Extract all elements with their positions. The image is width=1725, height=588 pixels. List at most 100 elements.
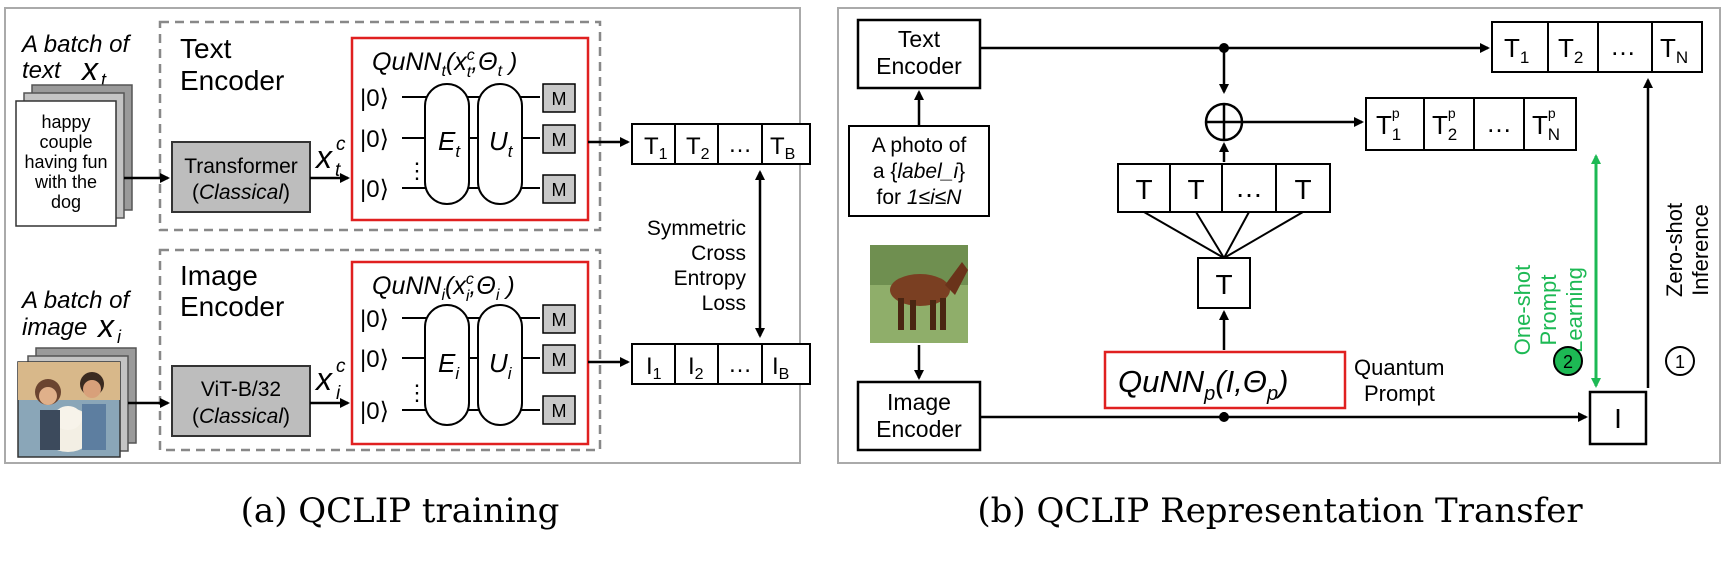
text-sample-line: couple (39, 132, 92, 152)
top-token: … (1610, 31, 1636, 61)
loss-line: Entropy (674, 267, 747, 290)
text-encoder-box (856, 18, 982, 90)
ket-zero: |0⟩ (360, 126, 389, 153)
step-2-number: 2 (1563, 352, 1573, 372)
transformer-label: Transformer (184, 155, 298, 178)
text-token: … (728, 131, 752, 158)
measure-box (542, 124, 576, 154)
measure-box (542, 344, 576, 374)
text-stack-icon: happy couple having fun with the dog (15, 84, 133, 227)
measure-label: M (552, 310, 567, 330)
image-token: I1 (646, 353, 662, 383)
ket-zero: |0⟩ (360, 346, 389, 373)
t-token-row: T T … T (1117, 163, 1331, 213)
panel-a-frame (4, 7, 801, 464)
loss-line: Cross (691, 242, 746, 265)
image-token: IB (772, 353, 789, 383)
ket-zero: |0⟩ (360, 85, 389, 112)
text-encoder-title-1: Text (180, 33, 232, 64)
image-token-box (1588, 390, 1648, 446)
image-encoder-label: Encoder (876, 416, 962, 442)
step-2-badge (1553, 346, 1583, 376)
horse-photo-icon (870, 245, 968, 343)
xic-main: x (314, 361, 333, 397)
vit-label: ViT-B/32 (201, 378, 281, 401)
gate-u-t (477, 83, 523, 205)
panel-b: Text Encoder A photo of a {label_i} for … (837, 7, 1721, 531)
vdots: ⋮ (406, 158, 428, 183)
quantum-prompt-label: Quantum (1354, 355, 1445, 380)
image-token: I (1614, 403, 1622, 434)
image-token-row: I1 I2 … IB (631, 343, 811, 385)
image-encoder-title-2: Encoder (180, 291, 284, 322)
ket-zero: |0⟩ (360, 398, 389, 425)
t-single-box (1197, 257, 1251, 309)
measure-label: M (552, 180, 567, 200)
xtc-sub: t (335, 160, 341, 181)
photo-stack-icon (17, 347, 137, 458)
top-token-row: T1 T2 … TN (1491, 21, 1703, 73)
prompt-line-1: A photo of (872, 134, 967, 157)
measure-label: M (552, 350, 567, 370)
vit-classical: (Classical) (192, 405, 290, 428)
zero-shot-line: Zero-shot (1662, 203, 1687, 297)
gate-u-i (477, 304, 523, 426)
text-token: T2 (686, 133, 710, 163)
loss-line: Symmetric (647, 217, 746, 240)
text-sample-line: with the (34, 172, 97, 192)
t-token: … (1235, 172, 1263, 203)
one-shot-line: Learning (1562, 267, 1587, 353)
vdots: ⋮ (406, 380, 428, 405)
image-encoder-box (856, 380, 982, 452)
one-shot-line: One-shot (1510, 265, 1535, 356)
xic-sup: c (336, 356, 346, 377)
xtc-sup: c (336, 134, 346, 155)
loss-line: Loss (702, 292, 746, 315)
fan-lines (1143, 211, 1304, 259)
text-sample-line: having fun (24, 152, 107, 172)
text-encoder-label: Encoder (876, 53, 962, 79)
text-batch-label-2: text (22, 57, 62, 84)
measure-box (542, 395, 576, 425)
text-token: TB (770, 133, 795, 163)
image-var: x (96, 308, 115, 344)
t-token: T (1294, 174, 1311, 205)
gate-u-i-label: Ui (489, 348, 513, 383)
gate-e-i-label: Ei (438, 348, 460, 383)
transformer-classical: (Classical) (192, 181, 290, 204)
prompt-line-3: for 1≤i≤N (877, 186, 963, 209)
one-shot-line: Prompt (1536, 275, 1561, 346)
t-single: T (1215, 269, 1232, 300)
t-token: T (1135, 174, 1152, 205)
text-encoder-label: Text (898, 26, 941, 52)
measure-box (542, 83, 576, 113)
prompt-token: … (1486, 108, 1512, 138)
text-var-sub: t (101, 70, 107, 90)
prompt-line-2: a {label_i} (873, 160, 965, 183)
prompt-template-box (848, 125, 990, 217)
image-token: I2 (688, 353, 704, 383)
measure-label: M (552, 89, 567, 109)
ket-zero: |0⟩ (360, 306, 389, 333)
image-batch-label-1: A batch of (20, 287, 132, 314)
image-encoder-title-1: Image (180, 260, 258, 291)
top-token: TN (1660, 33, 1688, 67)
text-sample-line: dog (51, 192, 81, 212)
text-token-row: T1 T2 … TB (631, 123, 811, 165)
top-token: T2 (1558, 33, 1583, 67)
step-1-badge (1665, 346, 1695, 376)
caption-a: (a) QCLIP training (241, 491, 560, 531)
qunn-t-box (350, 36, 590, 222)
measure-box (542, 304, 576, 334)
gate-e-i (424, 304, 470, 426)
xic-sub: i (336, 383, 341, 404)
zero-shot-label: Zero-shot Inference (1662, 203, 1713, 297)
panel-a: A batch of text x t happy couple having … (4, 7, 811, 531)
text-encoder-region (158, 20, 602, 232)
vit-block (171, 365, 311, 437)
